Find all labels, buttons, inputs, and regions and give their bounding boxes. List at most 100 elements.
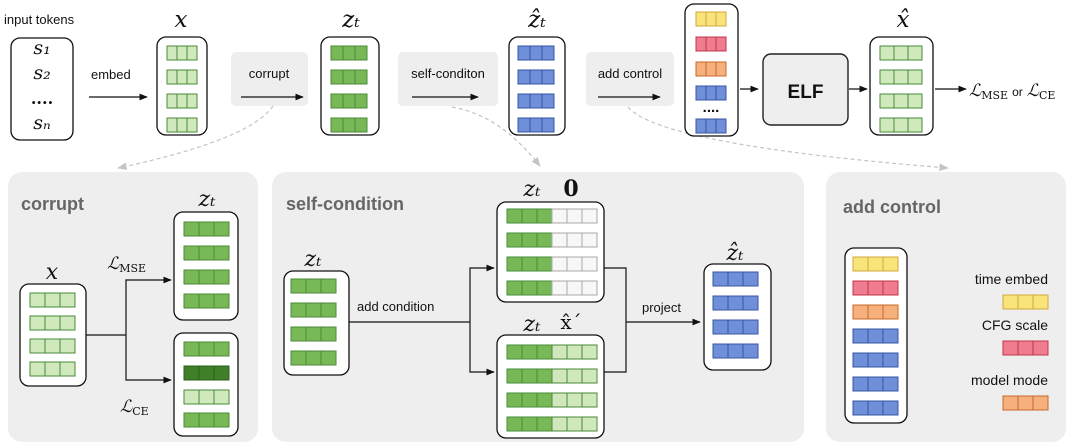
control-panel-stack-row <box>852 256 899 272</box>
zhat-top-stack-row-cell <box>541 69 555 85</box>
x-embedding-stack <box>156 36 208 136</box>
self-zt-input-stack-row-cell <box>290 326 307 342</box>
x-embedding-stack-row-cell <box>186 45 198 61</box>
self-zhat-out-stack-row-cell <box>712 319 729 335</box>
zhat-top-stack-row-cell <box>541 93 555 109</box>
corrupt-zt-mse-stack-row-cell <box>213 293 230 309</box>
self-zhat-out-stack-row-cell <box>727 295 744 311</box>
token-item: s₁ <box>33 37 50 59</box>
self-zhat-out-stack-row <box>712 271 759 287</box>
control-top-stack-row-cell <box>705 36 717 52</box>
corrupt-x-stack-frame <box>19 283 87 387</box>
self-zt-input-stack-row-cell <box>305 326 322 342</box>
self-zt-xhat-stack-row-cell <box>521 416 538 432</box>
self-zt-xhat-stack-row-cell <box>521 392 538 408</box>
self-zt-xhat-stack-row-cell <box>551 416 568 432</box>
self-zt-input-stack <box>283 270 350 376</box>
corrupt-zt-mse-stack <box>173 211 239 321</box>
control-panel-stack-row-cell <box>882 352 899 368</box>
corrupt-zt-ce-stack-row <box>183 365 230 381</box>
control-top-stack-row <box>695 61 727 77</box>
control-top-stack: .... <box>684 3 739 137</box>
zhat-top-stack-row-cell <box>517 45 531 61</box>
add-control-step-pad <box>586 52 674 106</box>
x-embedding-stack-row-cell <box>176 117 188 133</box>
control-panel-stack-row-cell <box>852 328 869 344</box>
self-condition-guide-arrow <box>451 106 541 167</box>
legend-swatch <box>1002 340 1049 356</box>
self-zt-xhat-stack-row-cell <box>506 368 523 384</box>
x-embedding-stack-row <box>166 69 198 85</box>
self-zt-input-stack-row-cell <box>320 326 337 342</box>
corrupt-zt-mse-stack-row-cell <box>198 245 215 261</box>
corrupt-zt-ce-stack-row-cell <box>213 412 230 428</box>
zt-label-top: zₜ <box>341 7 360 33</box>
loss-mse-symbol: ℒ <box>969 81 982 101</box>
zhat-top-stack-row-cell <box>541 45 555 61</box>
self-zt-zero-stack-row-cell <box>506 232 523 248</box>
self-zt-input-stack-row-cell <box>290 302 307 318</box>
control-top-stack-row-cell <box>705 118 717 134</box>
control-top-stack-row <box>695 85 727 101</box>
corrupt-zt-mse-stack-row <box>183 293 230 309</box>
xhat-top-stack-row-cell <box>879 45 895 61</box>
corrupt-x-stack-row-cell <box>59 361 76 377</box>
zt-top-stack-row-cell <box>354 69 368 85</box>
self-zt-zero-stack-row-cell <box>566 232 583 248</box>
corrupt-loss-mse: ℒMSE <box>107 254 146 275</box>
xhat-top-stack-row <box>879 93 923 109</box>
control-top-stack-row-cell <box>715 85 727 101</box>
self-zhat-out-stack-row-cell <box>727 343 744 359</box>
corrupt-loss-mse-sub: MSE <box>119 262 146 275</box>
self-zt-zero-stack-row-cell <box>551 280 568 296</box>
zhat-top-stack-row <box>517 69 555 85</box>
zhat-top-stack-row <box>517 93 555 109</box>
self-zhat-out-stack-row-cell <box>742 295 759 311</box>
self-zhat-out-stack-row-cell <box>712 343 729 359</box>
control-panel-stack-row-cell <box>852 304 869 320</box>
self-zt-zero-stack-row <box>506 232 598 248</box>
token-stacks: .... <box>19 3 934 439</box>
self-zt-zero-stack-row-cell <box>581 232 598 248</box>
self-zt-xhat-stack-row-cell <box>581 368 598 384</box>
zhat-top-stack-row-cell <box>517 117 531 133</box>
control-panel-stack <box>844 247 908 424</box>
corrupt-zt-mse-stack-row-cell <box>183 293 200 309</box>
self-zt-input-stack-row-cell <box>290 278 307 294</box>
loss-mse-sub: MSE <box>981 89 1008 102</box>
control-panel-stack-row-cell <box>852 256 869 272</box>
x-embedding-stack-row-cell <box>176 69 188 85</box>
corrupt-x-stack <box>19 283 87 387</box>
zt-top-stack-row-cell <box>330 117 344 133</box>
control-panel-stack-row-cell <box>852 400 869 416</box>
xhat-top-stack-row <box>879 45 923 61</box>
zhat-top-stack-row-cell <box>529 117 543 133</box>
control-top-stack-row-cell <box>695 36 707 52</box>
corrupt-guide-arrow <box>117 105 274 170</box>
corrupt-zt-mse-stack-row-cell <box>198 269 215 285</box>
zt-top-stack-row-cell <box>342 45 356 61</box>
self-condition-step-label: self-conditon <box>411 66 485 81</box>
legend-swatch-cell <box>1032 294 1049 310</box>
token-item: s₂ <box>33 62 50 84</box>
self-zt-xhat-stack-row-cell <box>536 416 553 432</box>
xhat-top-stack-row-cell <box>893 117 909 133</box>
corrupt-x-stack-row-cell <box>59 315 76 331</box>
control-top-stack-row-cell <box>695 118 707 134</box>
self-condition-panel-title: self-condition <box>286 194 404 214</box>
xhat-top-stack-row-cell <box>907 93 923 109</box>
x-embedding-stack-row-cell <box>186 117 198 133</box>
input-token-box <box>10 37 74 141</box>
legend-swatch-cell <box>1002 294 1019 310</box>
control-panel-stack-row <box>852 400 899 416</box>
x-embedding-stack-row <box>166 45 198 61</box>
self-zt-xhat-stack-row-cell <box>551 344 568 360</box>
self-zt-left-label: zₜ <box>303 247 322 272</box>
control-top-stack-ellipsis: .... <box>703 99 720 116</box>
corrupt-loss-ce-sub: CE <box>132 405 148 418</box>
self-zt-xhat-stack-row-cell <box>521 368 538 384</box>
self-zt-zero-stack-row-cell <box>521 256 538 272</box>
corrupt-x-stack-row-cell <box>29 315 46 331</box>
